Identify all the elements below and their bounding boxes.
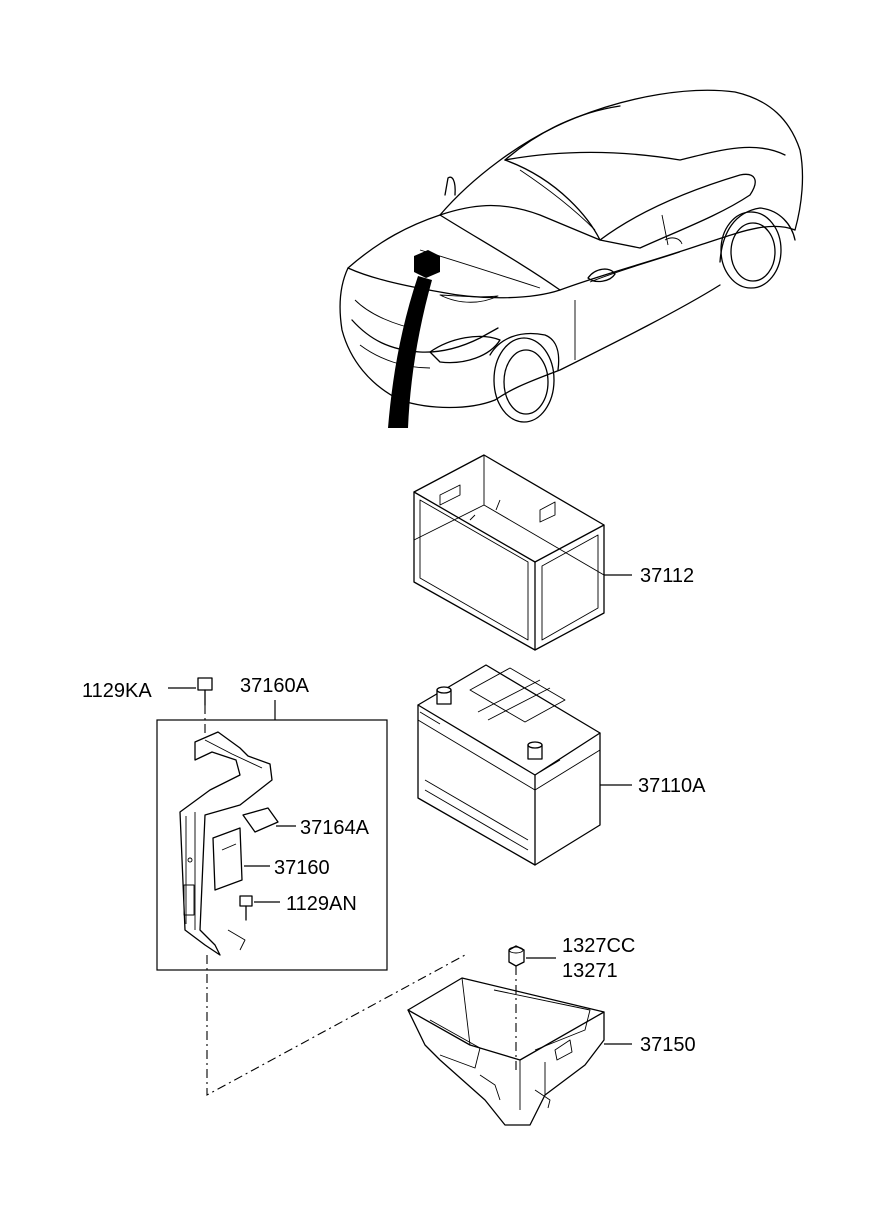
- bracket-37160: [179, 731, 279, 956]
- label-1129KA: 1129KA: [82, 680, 152, 702]
- label-13271: 13271: [562, 960, 618, 982]
- label-1129AN: 1129AN: [286, 893, 357, 915]
- assembly-dash-line: [206, 954, 466, 1096]
- bolt-1129AN: [239, 895, 280, 921]
- battery-location-marker: [414, 250, 440, 278]
- label-37160A: 37160A: [240, 675, 310, 697]
- label-1327CC: 1327CC: [562, 935, 635, 957]
- label-37110A: 37110A: [638, 775, 706, 797]
- location-leader-arrow: [388, 276, 432, 428]
- tray-cover-37112: [413, 454, 632, 651]
- nut-1327CC: [508, 945, 556, 967]
- label-37112: 37112: [640, 565, 694, 587]
- battery-37110A: [417, 664, 632, 866]
- label-37164A: 37164A: [300, 817, 370, 839]
- bolt-1129KA: [168, 677, 213, 706]
- bracket-assembly-box: [156, 719, 388, 971]
- label-37150: 37150: [640, 1034, 696, 1056]
- car-illustration: [339, 89, 804, 428]
- label-37160: 37160: [274, 857, 330, 879]
- battery-tray-37150: [407, 977, 632, 1126]
